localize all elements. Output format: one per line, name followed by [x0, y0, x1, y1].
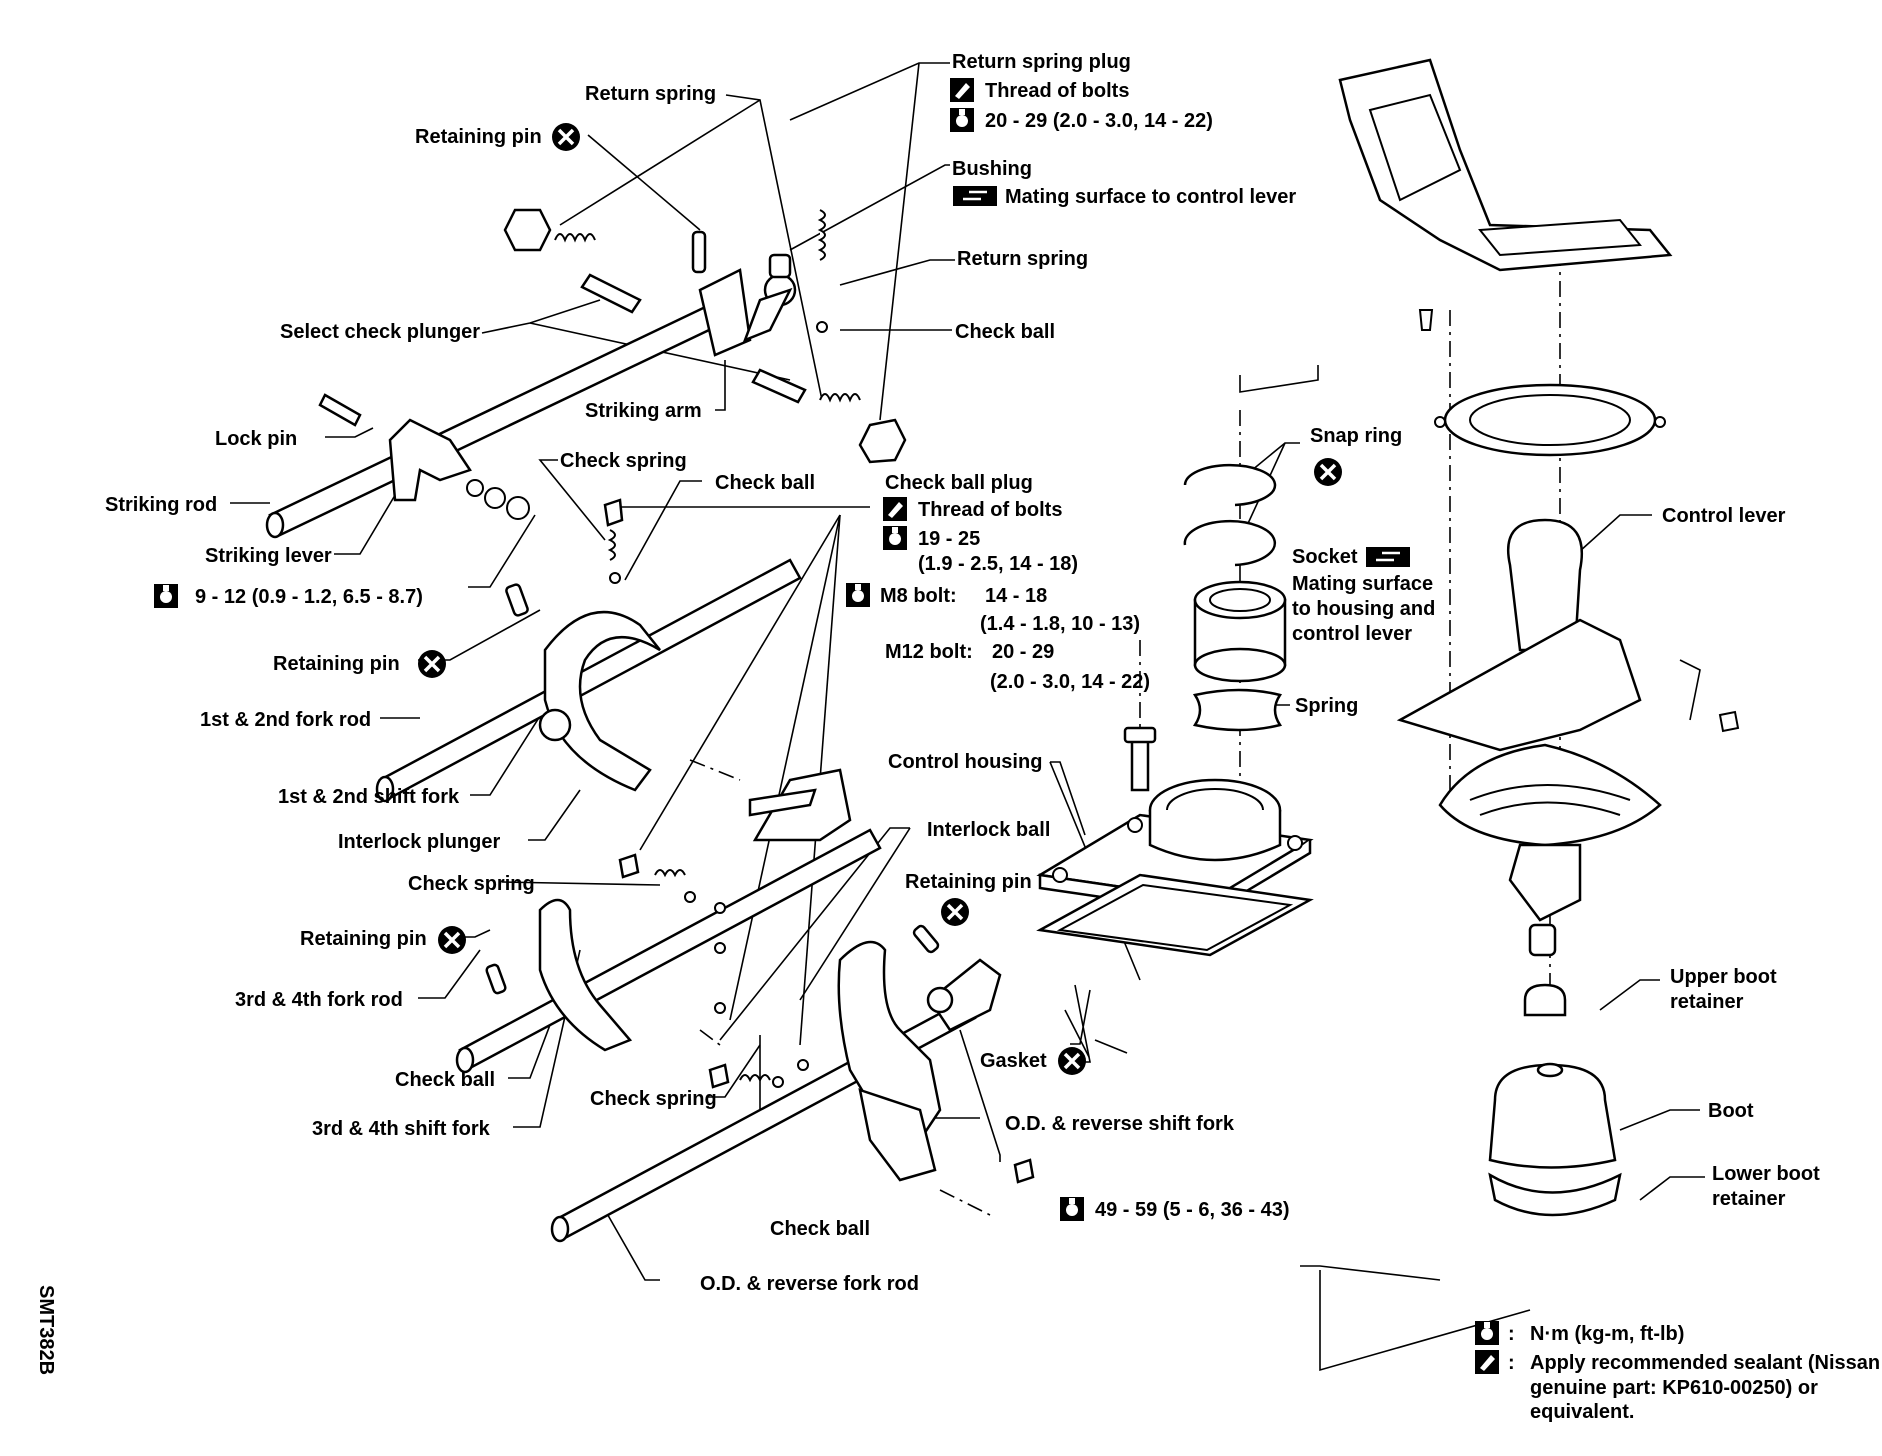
- label-upper-boot-retainer: Upper boot: [1670, 966, 1777, 988]
- label-retaining-pin-od: Retaining pin: [905, 871, 1032, 893]
- label-select-check-plunger: Select check plunger: [280, 321, 480, 343]
- label-socket: Socket: [1292, 546, 1358, 568]
- sealant-icon: [1475, 1350, 1499, 1374]
- legend-sealant-1: Apply recommended sealant (Nissan: [1530, 1352, 1880, 1374]
- label-bushing: Bushing: [952, 158, 1032, 180]
- label-check-ball-mid: Check ball: [715, 472, 815, 494]
- label-lower-boot-retainer: Lower boot: [1712, 1163, 1820, 1185]
- replace-part-icon: [939, 896, 971, 928]
- label-upper-boot-retainer-2: retainer: [1670, 991, 1744, 1013]
- replace-part-icon: [1056, 1045, 1088, 1077]
- label-return-spring-plug: Return spring plug: [952, 51, 1131, 73]
- replace-part-icon: [416, 648, 448, 680]
- label-thread-of-bolts: Thread of bolts: [985, 80, 1129, 102]
- label-shift-fork-1st2nd: 1st & 2nd shift fork: [278, 786, 460, 808]
- torque-icon: [883, 526, 907, 550]
- legend-colon: :: [1508, 1352, 1515, 1374]
- grease-icon: [1364, 545, 1412, 569]
- legend-torque-unit: N·m (kg-m, ft-lb): [1530, 1323, 1684, 1345]
- label-socket-note-3: control lever: [1292, 623, 1412, 645]
- label-interlock-plunger: Interlock plunger: [338, 831, 500, 853]
- label-shift-fork-3rd4th: 3rd & 4th shift fork: [312, 1118, 491, 1140]
- label-snap-ring: Snap ring: [1310, 425, 1402, 447]
- grease-icon: [951, 184, 999, 208]
- label-torque-od-fork: 49 - 59 (5 - 6, 36 - 43): [1095, 1199, 1290, 1221]
- label-check-ball-low: Check ball: [395, 1069, 495, 1091]
- label-torque-check-ball-plug-2: (1.9 - 2.5, 14 - 18): [918, 553, 1078, 575]
- part-labels: Return spring plug Thread of bolts 20 - …: [105, 51, 1820, 1295]
- label-torque-striking-lever: 9 - 12 (0.9 - 1.2, 6.5 - 8.7): [195, 586, 423, 608]
- label-control-lever: Control lever: [1662, 505, 1786, 527]
- label-od-reverse-fork-rod: O.D. & reverse fork rod: [700, 1273, 919, 1295]
- label-retaining-pin-1st2nd: Retaining pin: [273, 653, 400, 675]
- label-fork-rod-1st2nd: 1st & 2nd fork rod: [200, 709, 371, 731]
- label-m8-torque: 14 - 18: [985, 585, 1047, 607]
- torque-icon: [950, 108, 974, 132]
- label-check-spring: Check spring: [560, 450, 687, 472]
- label-check-ball-bottom: Check ball: [770, 1218, 870, 1240]
- label-lock-pin: Lock pin: [215, 428, 297, 450]
- legend-colon: :: [1508, 1323, 1515, 1345]
- label-thread-of-bolts-2: Thread of bolts: [918, 499, 1062, 521]
- label-socket-note-2: to housing and: [1292, 598, 1435, 620]
- label-striking-arm: Striking arm: [585, 400, 702, 422]
- label-spring: Spring: [1295, 695, 1358, 717]
- label-m12-torque-2: (2.0 - 3.0, 14 - 22): [990, 671, 1150, 693]
- label-retaining-pin: Retaining pin: [415, 126, 542, 148]
- label-striking-lever: Striking lever: [205, 545, 332, 567]
- label-check-spring-low: Check spring: [590, 1088, 717, 1110]
- label-check-ball: Check ball: [955, 321, 1055, 343]
- label-m8-bolt: M8 bolt:: [880, 585, 957, 607]
- label-fork-rod-3rd4th: 3rd & 4th fork rod: [235, 989, 403, 1011]
- label-torque-check-ball-plug: 19 - 25: [918, 528, 980, 550]
- shift-rod-assembly: [265, 208, 1035, 1243]
- torque-icon: [1060, 1197, 1084, 1221]
- torque-icon: [154, 584, 178, 608]
- control-lever-assembly: [1338, 58, 1740, 1217]
- label-socket-note-1: Mating surface: [1292, 573, 1433, 595]
- label-check-spring-mid: Check spring: [408, 873, 535, 895]
- legend-sealant-3: equivalent.: [1530, 1401, 1634, 1423]
- label-m12-bolt: M12 bolt:: [885, 641, 973, 663]
- sealant-icon: [883, 497, 907, 521]
- label-gasket: Gasket: [980, 1050, 1047, 1072]
- label-m8-torque-2: (1.4 - 1.8, 10 - 13): [980, 613, 1140, 635]
- label-boot: Boot: [1708, 1100, 1754, 1122]
- label-return-spring: Return spring: [585, 83, 716, 105]
- sealant-icon: [950, 78, 974, 102]
- replace-part-icon: [1312, 456, 1344, 488]
- label-check-ball-plug: Check ball plug: [885, 472, 1033, 494]
- replace-part-icon: [436, 924, 468, 956]
- label-interlock-ball: Interlock ball: [927, 819, 1050, 841]
- label-od-reverse-shift-fork: O.D. & reverse shift fork: [1005, 1113, 1235, 1135]
- legend-sealant-2: genuine part: KP610-00250) or: [1530, 1377, 1818, 1399]
- label-return-spring-right: Return spring: [957, 248, 1088, 270]
- replace-part-icon: [550, 121, 582, 153]
- figure-code: SMT382B: [35, 1285, 57, 1375]
- label-mating-surface-control-lever: Mating surface to control lever: [1005, 186, 1296, 208]
- torque-icon: [1475, 1321, 1499, 1345]
- label-retaining-pin-3rd4th: Retaining pin: [300, 928, 427, 950]
- label-lower-boot-retainer-2: retainer: [1712, 1188, 1786, 1210]
- label-control-housing: Control housing: [888, 751, 1042, 773]
- control-housing-assembly: [1036, 463, 1314, 957]
- label-striking-rod: Striking rod: [105, 494, 217, 516]
- symbol-legend: : N·m (kg-m, ft-lb) : Apply recommended …: [1475, 1321, 1880, 1423]
- torque-icon: [846, 583, 870, 607]
- label-m12-torque: 20 - 29: [992, 641, 1054, 663]
- label-torque-return-spring-plug: 20 - 29 (2.0 - 3.0, 14 - 22): [985, 110, 1213, 132]
